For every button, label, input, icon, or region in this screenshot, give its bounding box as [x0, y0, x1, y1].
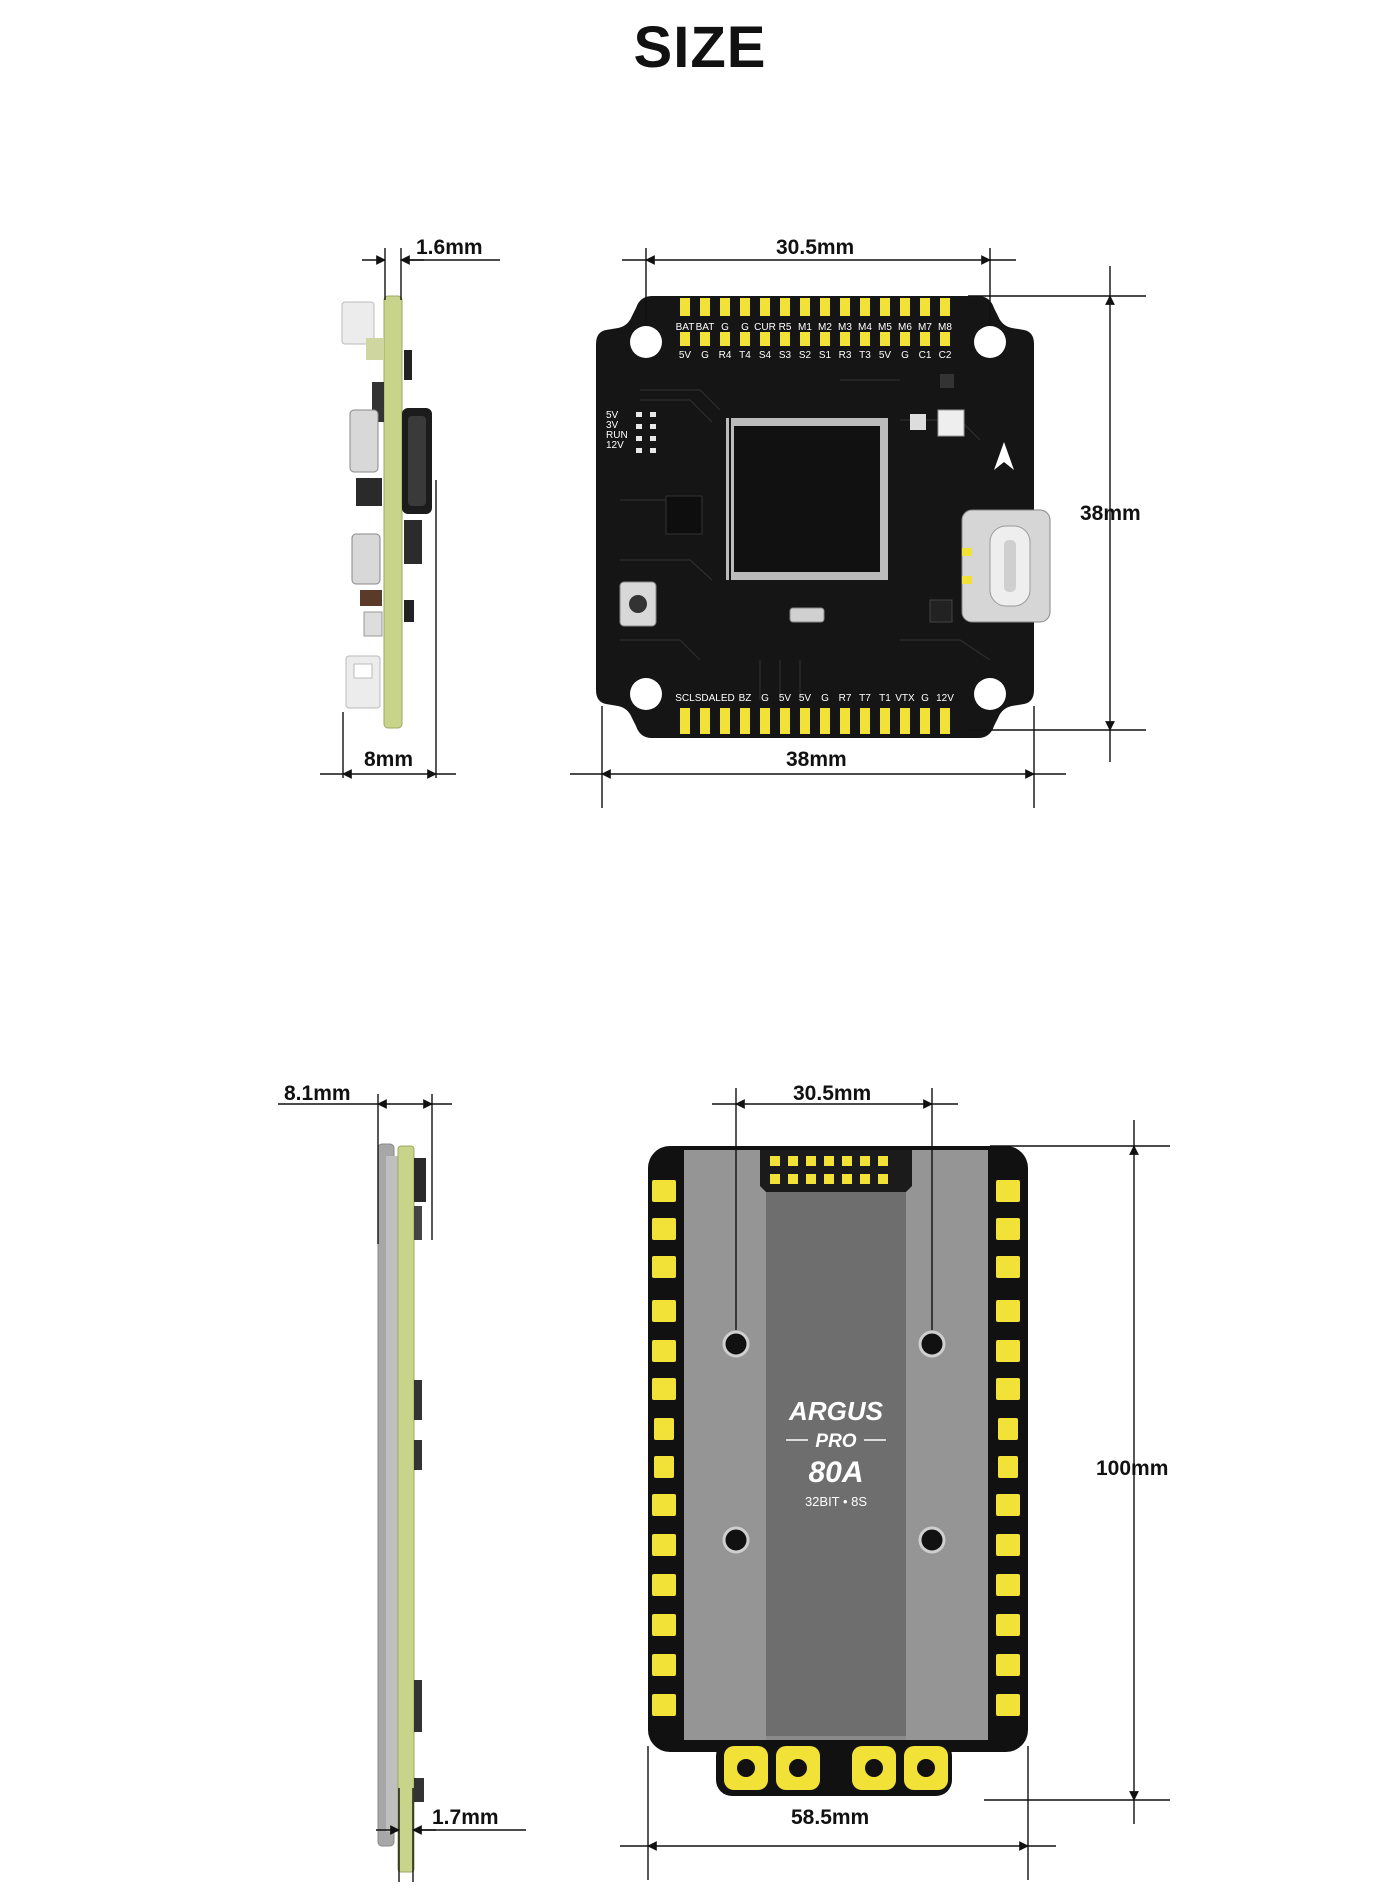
fc-top-pad2-label: G: [701, 350, 709, 361]
fc-mcu-chip: [726, 418, 888, 580]
fc-top-pad-label: M5: [878, 322, 892, 333]
fc-board: BAT BAT G G CUR R5 M1 M2 M3 M4 M5 M6 M7 …: [596, 296, 1051, 738]
fc-bottom-pad-label: G: [821, 693, 829, 704]
esc-side-thickness-label: 8.1mm: [284, 1082, 351, 1105]
esc-side-pcb-label: 1.7mm: [432, 1806, 499, 1829]
fc-bottom-pad-label: G: [761, 693, 769, 704]
fc-top-pad2-label: S2: [799, 350, 812, 361]
fc-top-pad2-label: G: [901, 350, 909, 361]
fc-bottom-pad-label: 5V: [799, 693, 812, 704]
fc-top-pad-label: G: [741, 322, 749, 333]
esc-board-width-label: 58.5mm: [791, 1806, 870, 1829]
fc-top-pad2-label: T4: [739, 350, 751, 361]
fc-top-pad2-label: S4: [759, 350, 772, 361]
fc-bottom-pad-label: VTX: [895, 693, 915, 704]
fc-top-pad-label: M3: [838, 322, 852, 333]
fc-bottom-pad-label: LED: [715, 693, 734, 704]
fc-bottom-pad-label: T7: [859, 693, 871, 704]
fc-top-pad2-label: T3: [859, 350, 871, 361]
fc-bottom-pad-label: 5V: [779, 693, 792, 704]
fc-bottom-pad-label: G: [921, 693, 929, 704]
fc-top-pad-label: G: [721, 322, 729, 333]
fc-side-height-label: 8mm: [364, 748, 414, 771]
esc-side-view: [377, 1143, 426, 1873]
fc-top-pad-label: R5: [779, 322, 792, 333]
fc-top-pad-label: BAT: [696, 322, 715, 333]
fc-bottom-pad-label: R7: [839, 693, 852, 704]
fc-led-label: RUN: [606, 430, 628, 441]
fc-top-pad-label: BAT: [676, 322, 695, 333]
fc-bottom-pad-label: 12V: [936, 693, 954, 704]
fc-board-width-label: 38mm: [786, 748, 847, 771]
fc-top-pad2-label: 5V: [879, 350, 892, 361]
fc-led-label: 3V: [606, 420, 619, 431]
fc-led-label: 5V: [606, 410, 619, 421]
fc-top-pad2-label: R4: [719, 350, 732, 361]
fc-top-pad2-label: C2: [939, 350, 952, 361]
fc-top-pad2-label: C1: [919, 350, 932, 361]
fc-bottom-pad-label: T1: [879, 693, 891, 704]
fc-top-pad2-label: S1: [819, 350, 832, 361]
fc-top-pad-label: M1: [798, 322, 812, 333]
fc-top-pad2-label: S3: [779, 350, 792, 361]
fc-top-pad-label: M7: [918, 322, 932, 333]
fc-bottom-pad-label: SDA: [695, 693, 716, 704]
fc-bottom-pad-label: SCL: [675, 693, 695, 704]
page-title: SIZE: [633, 15, 767, 80]
fc-bottom-pad-label: BZ: [739, 693, 752, 704]
esc-current-rating: 80A: [808, 1456, 863, 1489]
esc-model-logo: PRO: [815, 1431, 856, 1452]
esc-board: ARGUS PRO 80A 32BIT • 8S: [648, 1146, 1028, 1796]
fc-side-view: [341, 295, 432, 729]
fc-top-pad-label: M4: [858, 322, 872, 333]
fc-top-pad-label: M8: [938, 322, 952, 333]
fc-led-label: 12V: [606, 440, 624, 451]
esc-brand-logo: ARGUS: [788, 1396, 884, 1426]
esc-spec-text: 32BIT • 8S: [805, 1494, 867, 1509]
fc-top-pad2-label: 5V: [679, 350, 692, 361]
fc-mount-spacing-label: 30.5mm: [776, 236, 855, 259]
fc-top-pad-label: CUR: [754, 322, 776, 333]
fc-side-thickness-label: 1.6mm: [416, 236, 483, 259]
fc-top-pad-label: M6: [898, 322, 912, 333]
fc-top-pad2-label: R3: [839, 350, 852, 361]
fc-top-pad-label: M2: [818, 322, 832, 333]
